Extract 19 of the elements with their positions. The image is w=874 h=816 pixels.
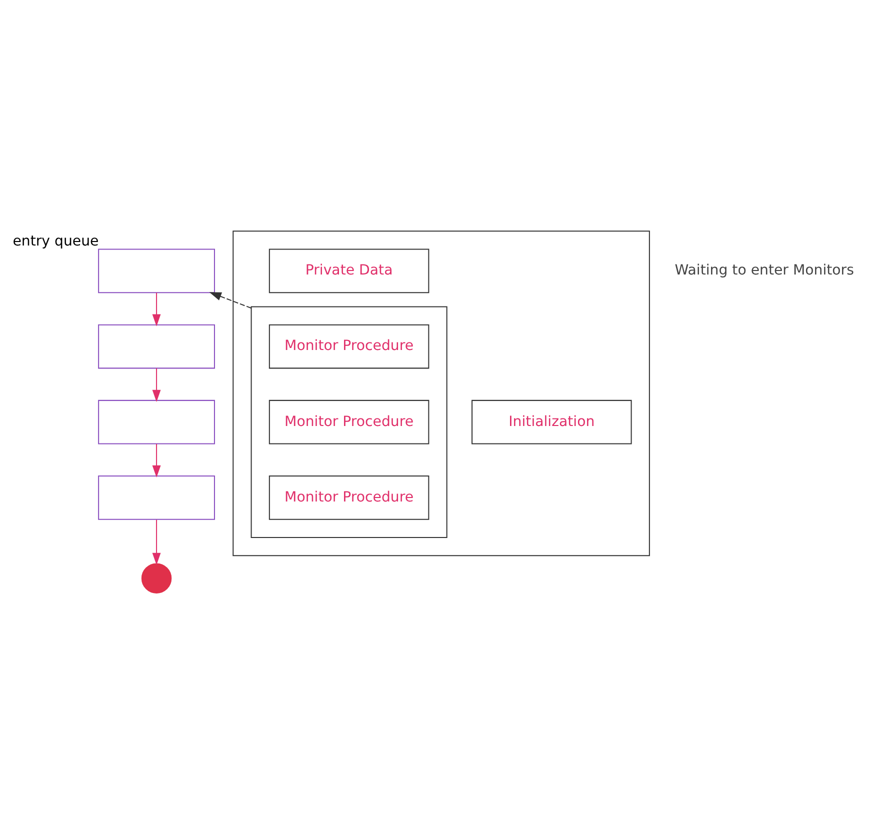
arrow [152,368,161,402]
arrow [152,520,161,565]
node-box [98,324,215,369]
cluster [250,306,448,538]
node-box [98,248,215,294]
cluster [232,230,650,556]
node-box: Private Data [268,248,430,294]
node-label: entry queue [12,233,99,250]
arrow [152,444,161,478]
arrow [152,292,161,326]
node-box: Monitor Procedure [268,476,430,520]
node-box: Initialization [472,400,632,444]
node-box [98,400,215,444]
node-box: Monitor Procedure [268,324,430,369]
label: Waiting to enter Monitors [674,262,854,279]
node-circle [141,563,172,594]
node-box: Monitor Procedure [268,400,430,444]
node-box [98,476,215,520]
arrow [209,292,252,309]
